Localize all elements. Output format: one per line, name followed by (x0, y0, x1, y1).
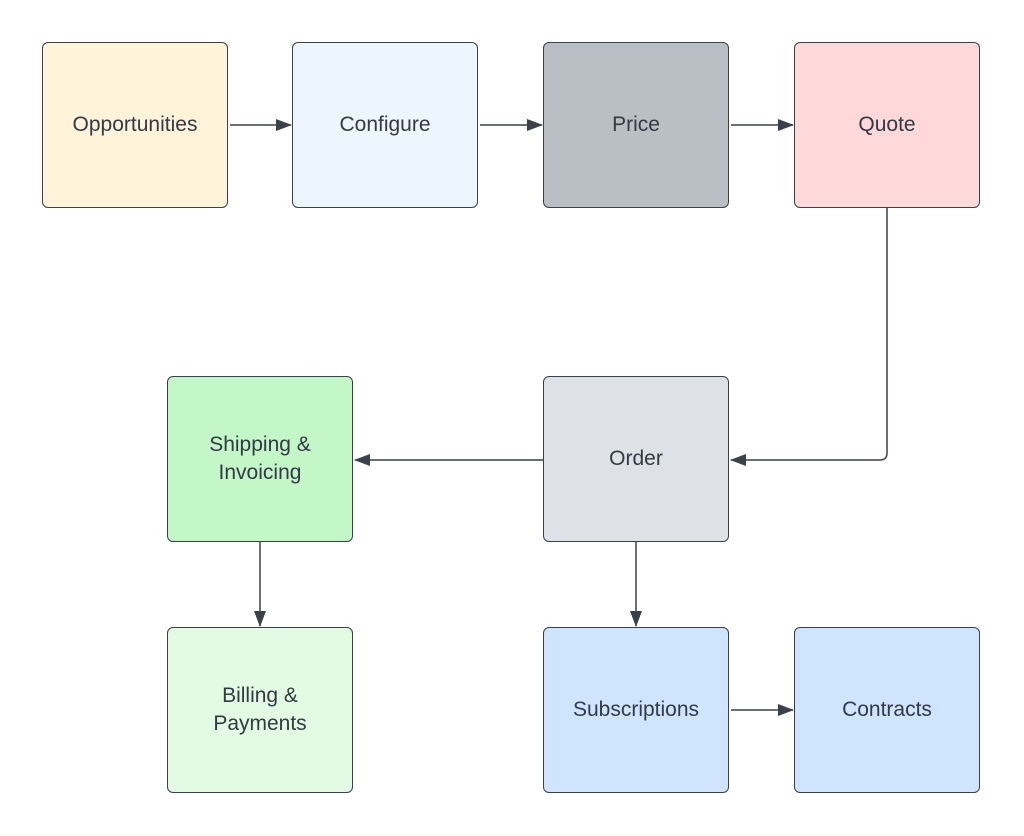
node-price: Price (543, 42, 729, 208)
node-order: Order (543, 376, 729, 542)
node-contracts: Contracts (794, 627, 980, 793)
edge-quote-to-order (730, 208, 888, 466)
node-shipping-invoicing: Shipping & Invoicing (167, 376, 353, 542)
node-quote: Quote (794, 42, 980, 208)
node-opportunities: Opportunities (42, 42, 228, 208)
node-subscriptions: Subscriptions (543, 627, 729, 793)
node-billing-payments: Billing & Payments (167, 627, 353, 793)
node-configure: Configure (292, 42, 478, 208)
